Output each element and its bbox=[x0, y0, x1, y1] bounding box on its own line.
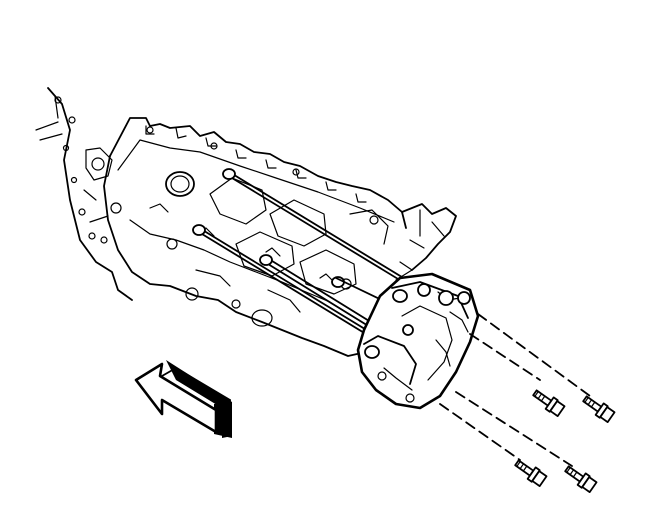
bolt-guide-lines bbox=[439, 313, 591, 467]
bolt bbox=[532, 389, 566, 417]
bolt bbox=[582, 395, 616, 423]
bolt bbox=[514, 459, 548, 487]
direction-arrow-icon bbox=[134, 360, 232, 438]
bolt bbox=[564, 465, 598, 493]
mount-bracket bbox=[356, 272, 480, 410]
